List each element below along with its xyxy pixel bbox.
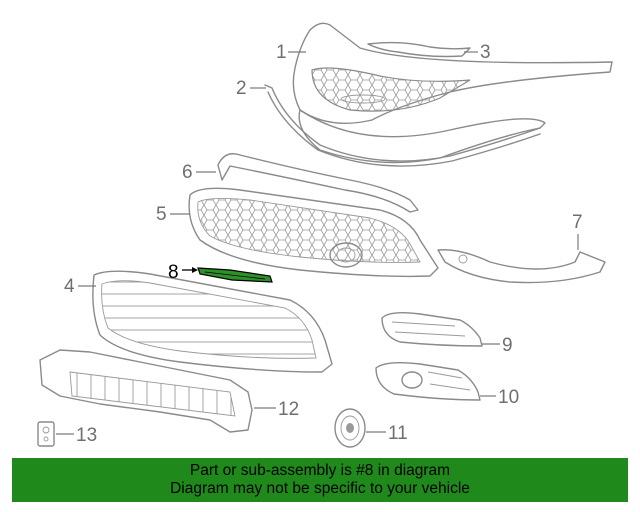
svg-text:8: 8 [168,262,179,283]
banner-line-1: Part or sub-assembly is #8 in diagram [189,462,451,479]
part-11-fog-lamp [334,408,366,448]
part-2-molding-strip [264,84,541,167]
svg-text:12: 12 [278,399,299,420]
callout-9: 9 [482,335,513,356]
svg-text:1: 1 [276,42,287,63]
svg-text:2: 2 [236,78,247,99]
callout-1: 1 [276,42,306,63]
svg-text:7: 7 [572,212,583,233]
callout-4: 4 [64,276,96,297]
part-10-fog-bezel [375,361,481,401]
svg-text:13: 13 [76,425,97,446]
callout-13: 13 [56,425,97,446]
parts-diagram: 1 2 3 6 5 7 8 4 9 10 [37,22,613,448]
part-13-actuator [37,421,55,447]
part-5-grille [188,187,439,278]
part-1-bumper-fascia [292,22,613,164]
part-12-active-shutter [39,349,253,433]
part-4-lower-grille [92,270,333,373]
banner-line-2: Diagram may not be specific to your vehi… [170,480,470,497]
callout-5: 5 [156,204,190,225]
info-banner: Part or sub-assembly is #8 in diagram Di… [12,458,628,502]
svg-text:3: 3 [480,42,491,63]
part-8-grille-bracket [197,267,273,283]
part-7-side-trim [437,249,606,284]
callout-12: 12 [254,399,299,420]
svg-text:6: 6 [182,162,193,183]
svg-text:4: 4 [64,276,75,297]
svg-text:9: 9 [502,335,513,356]
callout-3: 3 [464,42,491,63]
svg-text:5: 5 [156,204,167,225]
part-3-emblem [367,41,471,58]
callout-8: 8 [168,262,198,283]
part-6-upper-trim [217,153,419,213]
callout-7: 7 [572,212,583,250]
callout-10: 10 [480,387,519,408]
callout-11: 11 [366,423,408,444]
part-9-fog-bezel [381,311,483,347]
svg-text:10: 10 [498,387,519,408]
svg-text:11: 11 [388,423,408,444]
callout-2: 2 [236,78,266,99]
callout-6: 6 [182,162,216,183]
